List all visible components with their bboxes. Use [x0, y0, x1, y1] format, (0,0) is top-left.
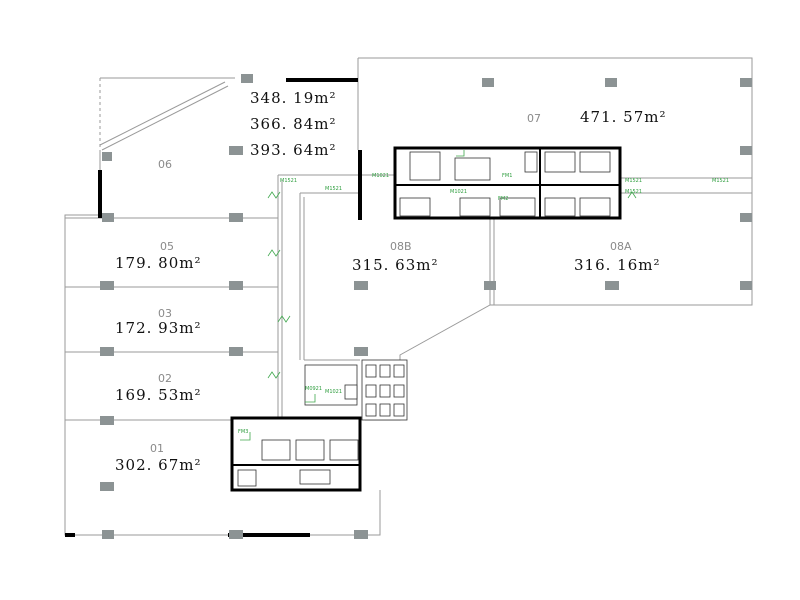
door-tag: FM1 — [502, 173, 512, 179]
area-labels: 471. 57m² 179. 80m² 172. 93m² 169. 53m² … — [115, 89, 667, 474]
unit-number-05: 05 — [160, 240, 174, 253]
column — [605, 78, 617, 87]
stacked-area-label: 348. 19m² — [250, 89, 337, 107]
column — [740, 146, 752, 155]
column — [100, 416, 114, 425]
column — [740, 78, 752, 87]
restroom-block — [304, 359, 408, 421]
column — [484, 281, 496, 290]
stacked-area-label: 393. 64m² — [250, 141, 337, 159]
door-tag: M1021 — [450, 189, 467, 195]
column — [740, 213, 752, 222]
area-label-05: 179. 80m² — [115, 254, 202, 272]
column — [482, 78, 494, 87]
unit-number-08a: 08A — [610, 240, 632, 253]
unit-number-03: 03 — [158, 307, 172, 320]
column — [354, 347, 368, 356]
area-label-02: 169. 53m² — [115, 386, 202, 404]
stacked-area-label: 366. 84m² — [250, 115, 337, 133]
door-tag: FM2 — [498, 196, 508, 202]
column — [102, 152, 112, 161]
column — [354, 530, 368, 539]
unit-number-06: 06 — [158, 158, 172, 171]
structural-columns — [100, 74, 752, 539]
unit-number-07: 07 — [527, 112, 541, 125]
door-tag: M1521 — [625, 189, 642, 195]
door-tag: M0921 — [305, 386, 322, 392]
door-symbols — [240, 150, 637, 441]
column — [241, 74, 253, 83]
area-label-08a: 316. 16m² — [574, 256, 661, 274]
column — [605, 281, 619, 290]
door-tag: M1021 — [372, 173, 389, 179]
door-tag: M1521 — [625, 178, 642, 184]
partitions — [65, 174, 752, 421]
door-tag: M1021 — [325, 389, 342, 395]
column — [229, 281, 243, 290]
column — [102, 213, 114, 222]
area-label-07: 471. 57m² — [580, 108, 667, 126]
unit-numbers: 06 07 05 03 02 01 08B 08A — [150, 112, 632, 455]
area-label-03: 172. 93m² — [115, 319, 202, 337]
unit-number-01: 01 — [150, 442, 164, 455]
unit-number-02: 02 — [158, 372, 172, 385]
door-tag: FM3 — [238, 429, 248, 435]
door-tag: M1521 — [325, 186, 342, 192]
area-label-08b: 315. 63m² — [352, 256, 439, 274]
door-tag: M1521 — [712, 178, 729, 184]
area-label-01: 302. 67m² — [115, 456, 202, 474]
upper-core — [393, 146, 622, 220]
column — [740, 281, 752, 290]
unit-number-08b: 08B — [390, 240, 412, 253]
lower-core — [230, 416, 362, 492]
column — [229, 530, 243, 539]
door-tags: M1521 M1521 FM1 M1021 M1521 M1521 FM2 M1… — [238, 173, 729, 435]
column — [229, 213, 243, 222]
column — [100, 347, 114, 356]
door-tag: M1521 — [280, 178, 297, 184]
column — [229, 347, 243, 356]
column — [100, 482, 114, 491]
column — [229, 146, 243, 155]
column — [354, 281, 368, 290]
column — [100, 281, 114, 290]
column — [102, 530, 114, 539]
